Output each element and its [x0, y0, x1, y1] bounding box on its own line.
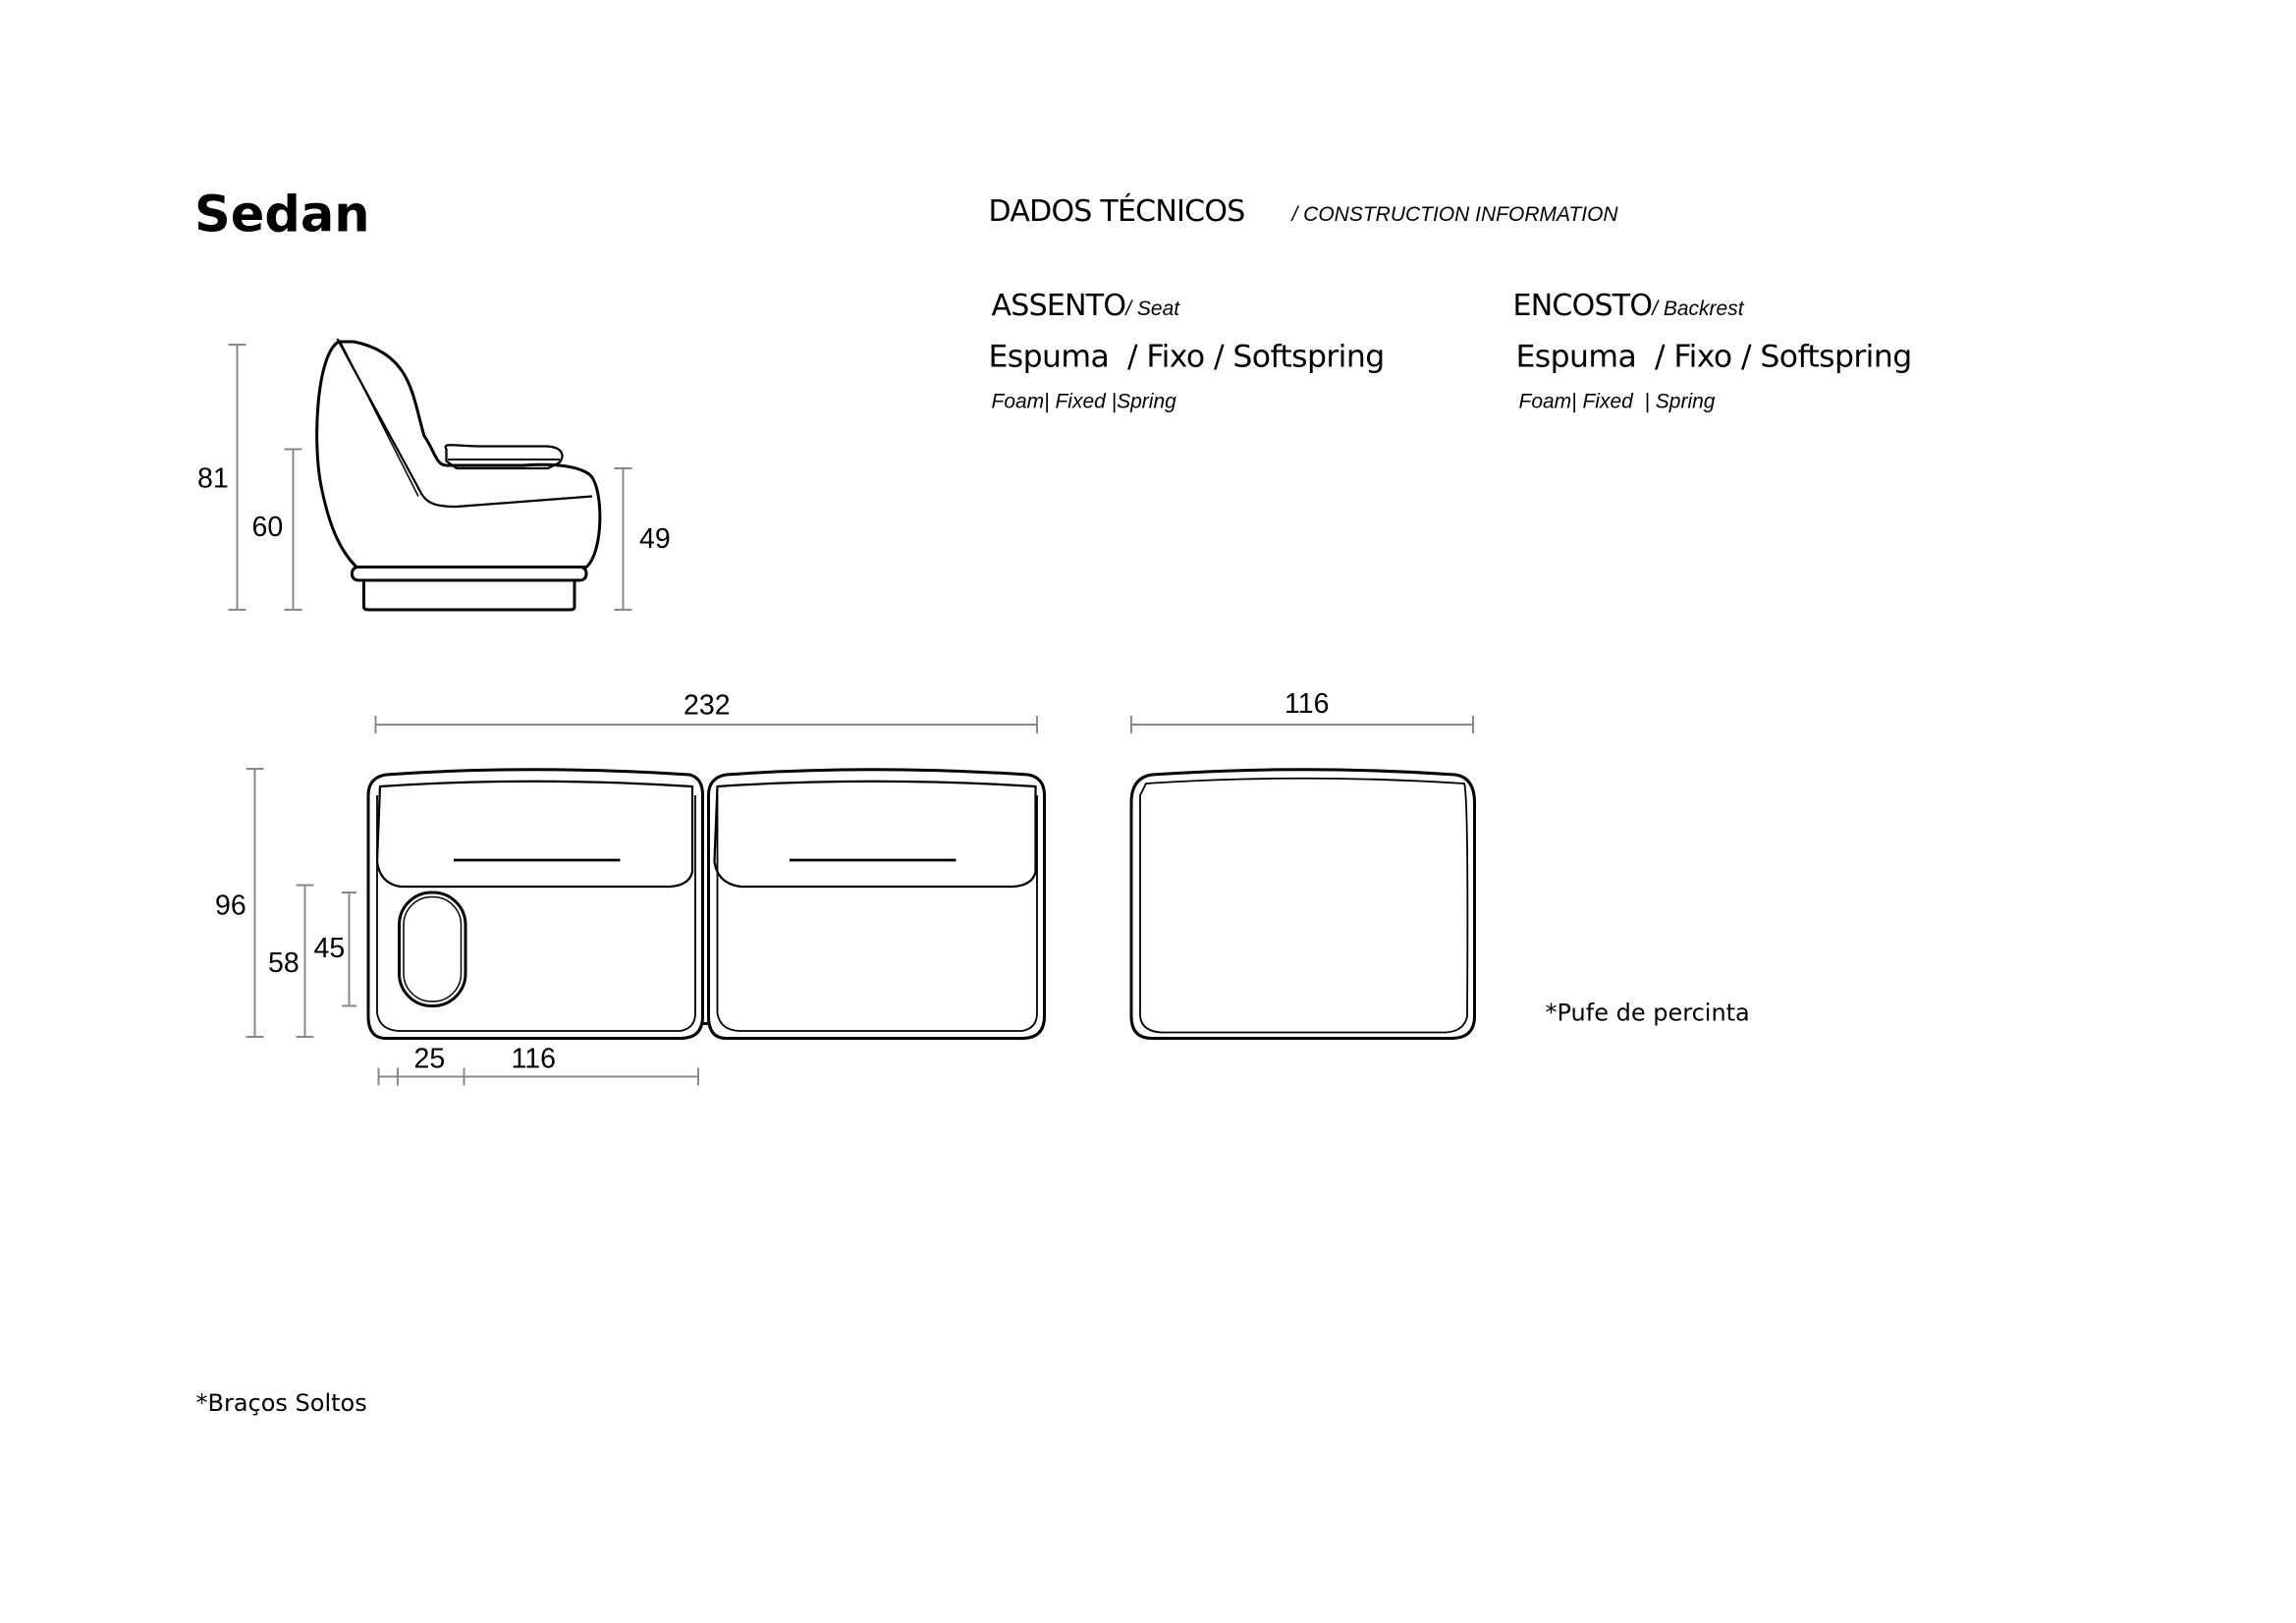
dim-back-height: 60 — [251, 513, 284, 544]
dim-pouf-width: 116 — [1285, 689, 1330, 721]
backrest-materials: Espuma / Fixo / Softspring — [1515, 339, 1913, 374]
section-title: DADOS TÉCNICOS — [988, 192, 1246, 229]
seat-label: ASSENTO/ Seat — [992, 288, 1180, 323]
top-view-pouf — [1129, 768, 1476, 1040]
backrest-label-pt: ENCOSTO — [1512, 287, 1653, 323]
dim-arm-width: 25 — [413, 1044, 446, 1076]
pouf-note: *Pufe de percinta — [1545, 999, 1750, 1027]
dim-module-width: 116 — [511, 1044, 556, 1076]
dim-depth: 96 — [215, 891, 246, 923]
dim-sofa-width: 232 — [683, 690, 731, 723]
backrest-label-en: / Backrest — [1652, 296, 1744, 320]
dim-arm-length: 45 — [313, 934, 346, 965]
seat-label-en: / Seat — [1125, 296, 1180, 320]
arms-note: *Braços Soltos — [195, 1388, 367, 1418]
dimension-lines — [228, 344, 1474, 1086]
seat-materials: Espuma / Fixo / Softspring — [988, 339, 1386, 374]
backrest-materials-en: Foam| Fixed | Spring — [1518, 389, 1716, 412]
dim-seat-height: 49 — [639, 524, 671, 556]
section-subtitle: / CONSTRUCTION INFORMATION — [1291, 201, 1618, 226]
top-view-sofa — [366, 768, 1046, 1040]
seat-materials-en: Foam| Fixed |Spring — [991, 389, 1176, 412]
seat-label-pt: ASSENTO — [991, 287, 1126, 323]
side-view-chair — [315, 338, 602, 612]
dim-seat-depth: 58 — [268, 948, 300, 980]
dim-total-height: 81 — [197, 463, 229, 496]
backrest-label: ENCOSTO/ Backrest — [1513, 288, 1744, 323]
product-title: Sedan — [194, 186, 370, 244]
